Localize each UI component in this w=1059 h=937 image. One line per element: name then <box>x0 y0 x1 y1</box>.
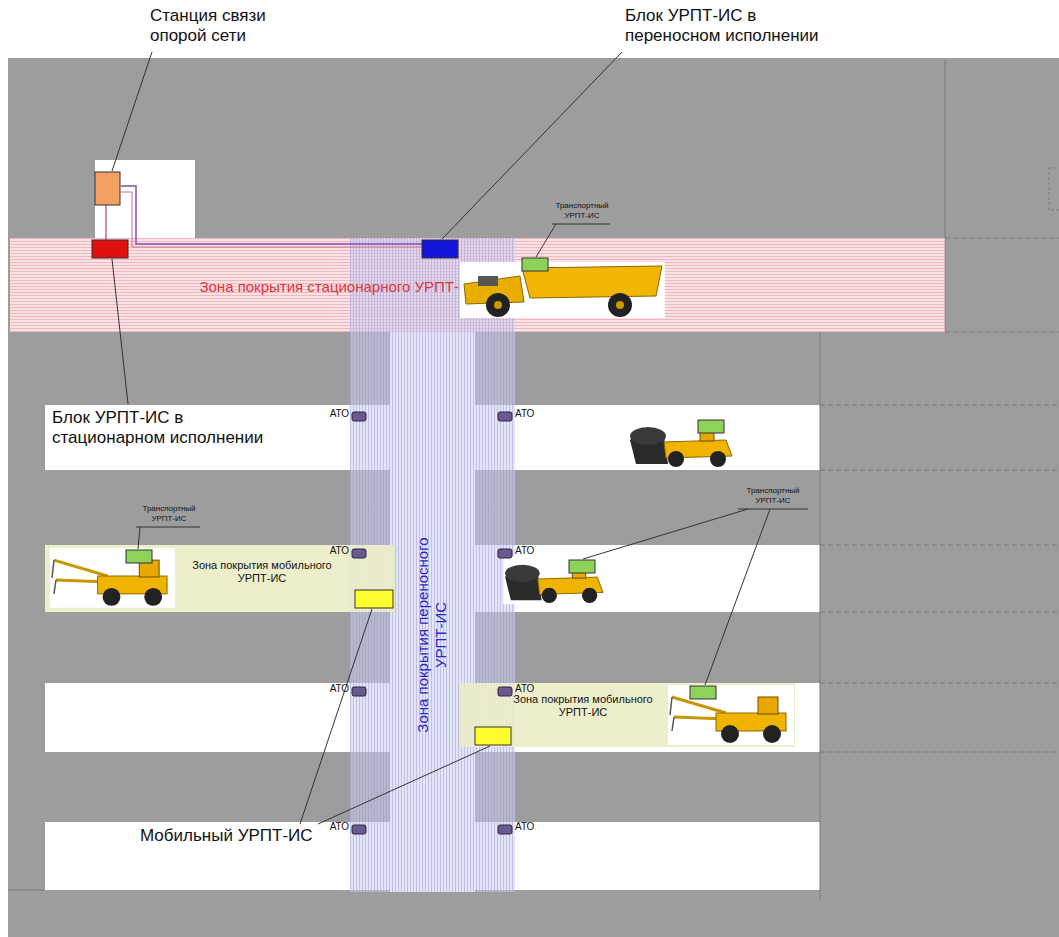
stationary-unit-callout: Блок УРПТ-ИС в стационарном исполнении <box>52 408 284 449</box>
zone-title: Зона покрытия мобильного УРПТ-ИС <box>177 559 347 585</box>
ato-label: АТО <box>313 408 349 420</box>
cross-drift <box>390 330 475 892</box>
mobile-unit-callout: Мобильный УРПТ-ИС <box>140 826 365 846</box>
transport-unit <box>698 420 724 433</box>
ato-label: АТО <box>313 683 349 695</box>
transport-unit <box>126 550 152 563</box>
zone-title: Зона покрытия стационарного УРПТ-ИС <box>195 278 485 296</box>
ato-label: АТО <box>515 408 551 420</box>
stationary-unit <box>92 240 128 258</box>
portable-unit <box>422 240 458 258</box>
station-chamber <box>95 160 195 240</box>
portable-unit-callout: Блок УРПТ-ИС в переносном исполнении <box>625 6 835 47</box>
side-drifts <box>45 405 820 890</box>
ato-label: АТО <box>515 545 551 557</box>
mobile-coverage-zone: Зона покрытия мобильного УРПТ-ИС <box>45 545 395 612</box>
transport-unit-callout: Транспортный УРПТ-ИС <box>552 201 612 220</box>
station-callout: Станция связи опорой сети <box>150 6 285 47</box>
transport-unit <box>522 258 548 271</box>
leader-lines <box>112 52 808 824</box>
transport-unit <box>569 560 595 573</box>
transport-unit-callout: Транспортный УРПТ-ИС <box>138 504 200 523</box>
ato-symbols <box>352 412 512 834</box>
transport-unit <box>690 686 716 699</box>
transport-unit-callout: Транспортный УРПТ-ИС <box>740 486 806 505</box>
rock-mass <box>8 58 1059 937</box>
ato-label: АТО <box>313 821 349 833</box>
mobile-unit <box>475 727 511 745</box>
drift-extensions <box>8 60 1059 900</box>
stationary-coverage-zone: Зона покрытия стационарного УРПТ-ИС <box>10 238 945 332</box>
portable-coverage-zone: Зона покрытия переносного УРПТ-ИС <box>350 238 515 892</box>
urpt-units <box>92 172 724 745</box>
communication-station <box>95 172 120 205</box>
ato-label: АТО <box>313 545 349 557</box>
main-drift <box>10 238 945 332</box>
mining-machines <box>50 262 794 745</box>
ato-label: АТО <box>515 821 551 833</box>
mobile-unit <box>355 590 393 608</box>
zone-title: Зона покрытия переносного УРПТ-ИС <box>414 519 450 751</box>
zone-title: Зона покрытия мобильного УРПТ-ИС <box>498 693 668 719</box>
mobile-coverage-zone: Зона покрытия мобильного УРПТ-ИС <box>460 683 795 747</box>
communication-wires <box>106 186 422 247</box>
ato-label: АТО <box>515 683 551 695</box>
